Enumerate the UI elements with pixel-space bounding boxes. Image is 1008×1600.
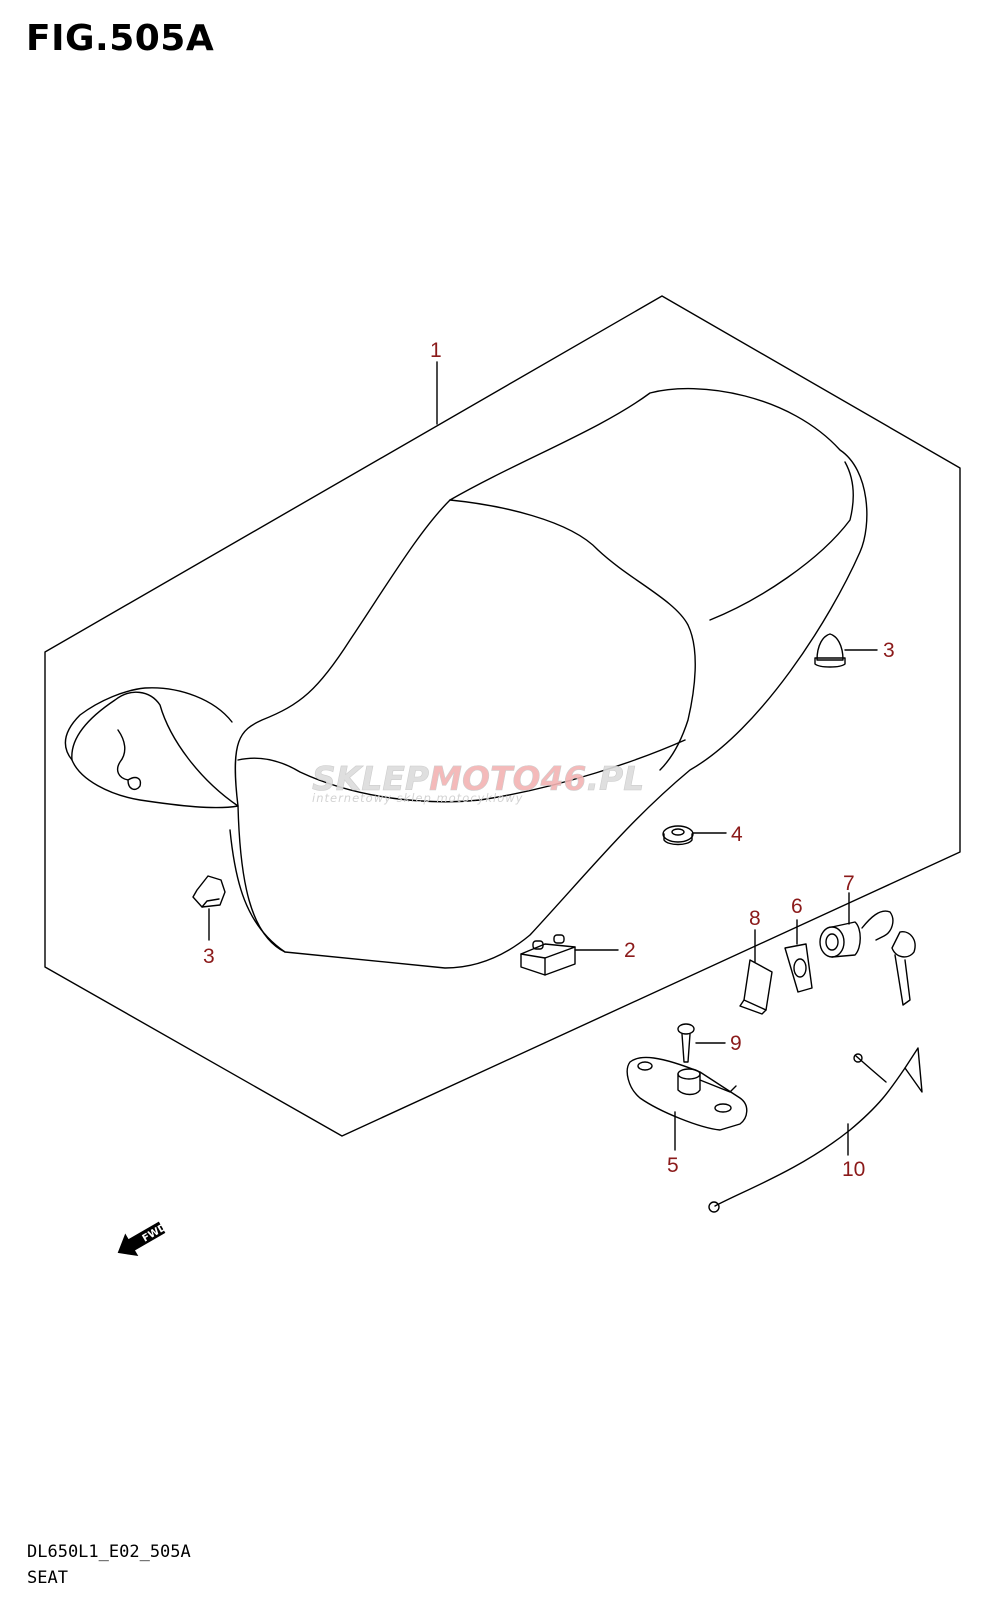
svg-text:SKLEPMOTO46.PL: SKLEPMOTO46.PL — [312, 759, 644, 798]
bracket-part-8[interactable] — [739, 929, 773, 1015]
callout-9: 9 — [730, 1032, 742, 1055]
svg-text:internetowy sklep motocyklowy: internetowy sklep motocyklowy — [312, 791, 523, 805]
figure-code: DL650L1_E02_505A — [27, 1542, 191, 1562]
callout-8: 8 — [749, 907, 761, 930]
callout-7: 7 — [843, 872, 855, 895]
seat-part-1[interactable] — [64, 387, 868, 969]
bumper-part-3-left[interactable] — [192, 875, 226, 941]
callout-1: 1 — [430, 339, 442, 362]
callout-3-left: 3 — [203, 945, 215, 968]
latch-part-5[interactable] — [626, 1056, 748, 1151]
cable-part-10[interactable] — [708, 1047, 923, 1213]
nut-part-4[interactable] — [662, 825, 727, 846]
callout-2: 2 — [624, 939, 636, 962]
watermark: SKLEPMOTO46.PL internetowy sklep motocyk… — [312, 759, 645, 805]
figure-name: SEAT — [27, 1568, 68, 1588]
callout-3-right: 3 — [883, 639, 895, 662]
callout-6: 6 — [791, 895, 803, 918]
screw-part-9[interactable] — [677, 1023, 726, 1063]
block-part-2[interactable] — [520, 934, 619, 976]
callout-4: 4 — [731, 823, 743, 846]
assembly-boundary — [44, 295, 961, 1137]
lock-part-7[interactable] — [819, 892, 916, 1006]
holder-part-6[interactable] — [784, 919, 813, 993]
fwd-arrow-icon: FWD — [117, 1221, 169, 1257]
callout-5: 5 — [667, 1154, 679, 1177]
figure-title: FIG.505A — [26, 18, 215, 59]
callout-10: 10 — [842, 1158, 865, 1181]
bumper-part-3-right[interactable] — [814, 633, 878, 668]
